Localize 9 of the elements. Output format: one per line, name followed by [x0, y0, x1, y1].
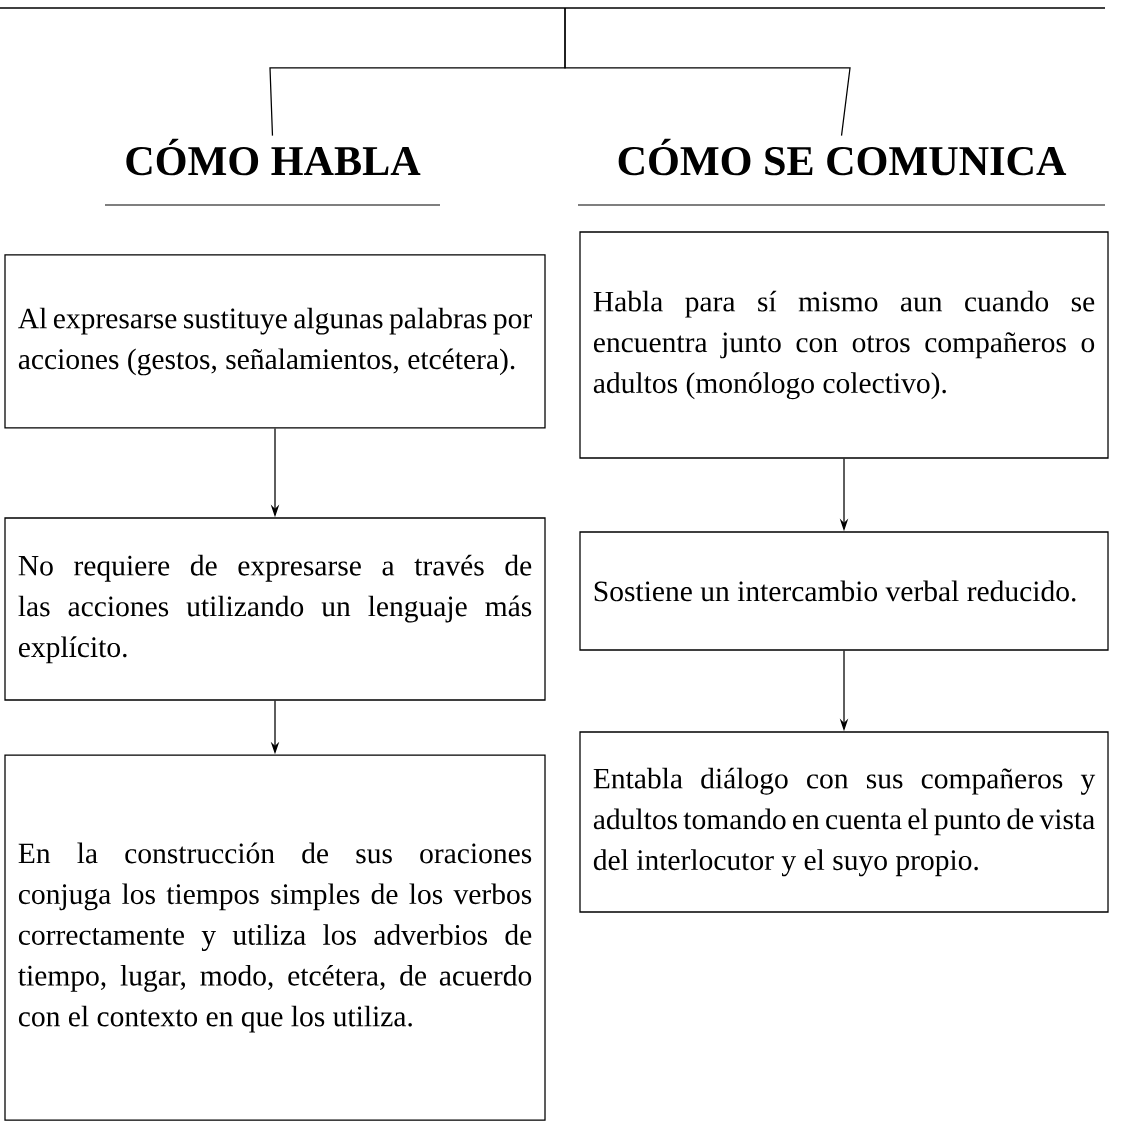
- text-box: Habla para sí mismo aun cuando se encuentra junto con otros compañeros o adultos (monólogo colectivo).: [579, 231, 1109, 459]
- text-box: No requiere de expresarse a través de las acciones utilizando un lenguaje más explícito.: [4, 517, 546, 701]
- text-box: Al expresarse sustituye algunas palabras por acciones (gestos, señalamientos, etcétera).: [4, 254, 546, 429]
- text-box: Sostiene un intercambio verbal reducido.: [579, 531, 1109, 651]
- connector: [564, 7, 851, 137]
- heading: CÓMO HABLA: [104, 138, 441, 206]
- heading: CÓMO SE COMUNICA: [577, 138, 1106, 206]
- text-box: En la construcción de sus oraciones conjuga los tiempos simples de los verbos correctamente y utiliza los adverbios de tiempo, lugar, modo, etcétera, de acuerdo con el contexto en que los utiliza.: [4, 754, 546, 1121]
- text-box: Entabla diálogo con sus compañeros y adultos tomando en cuenta el punto de vista del interlocutor y el suyo propio.: [579, 731, 1109, 913]
